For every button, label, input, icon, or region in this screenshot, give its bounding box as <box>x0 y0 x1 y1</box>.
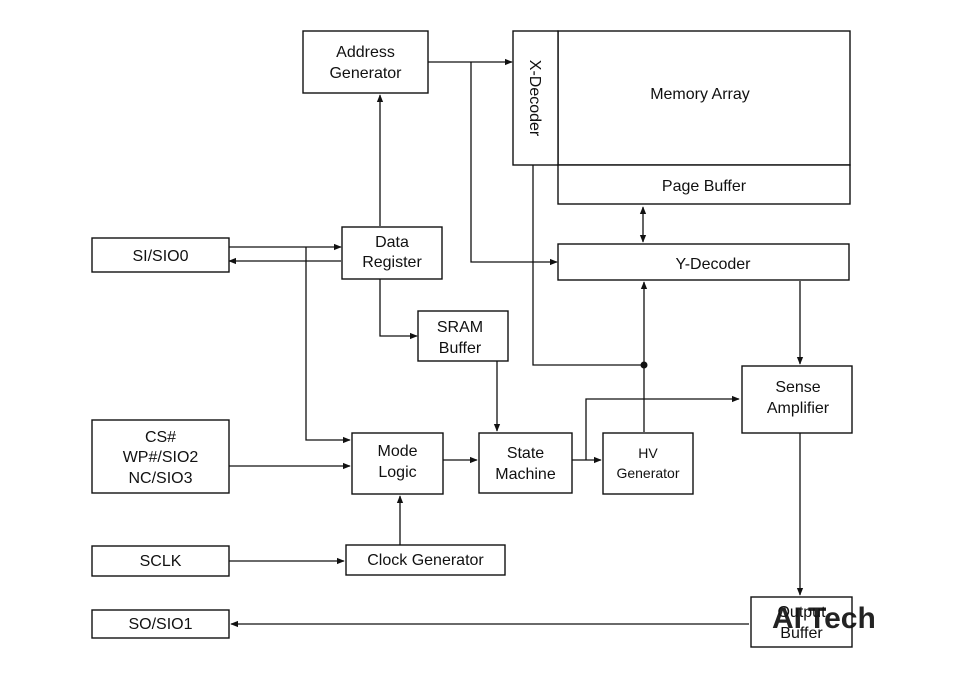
wire-si-to-modelogic <box>305 247 351 444</box>
aitech-watermark-logo: AI Tech <box>772 602 876 635</box>
sclk-label: SCLK <box>140 553 182 570</box>
mode-logic-line2: Logic <box>378 464 416 481</box>
watermark-tech-text: Tech <box>808 602 876 635</box>
sram-buffer-line2: Buffer <box>439 340 482 357</box>
output-buffer-block: Output Buffer <box>750 596 853 648</box>
memory-array-block: Memory Array <box>557 30 851 166</box>
control-pins-block: CS# WP#/SIO2 NC/SIO3 <box>91 419 230 494</box>
address-generator-line2: Generator <box>329 65 402 82</box>
si-sio0-block: SI/SIO0 <box>91 237 230 273</box>
sram-buffer-line1: SRAM <box>437 319 483 336</box>
data-register-line1: Data <box>375 234 409 251</box>
sclk-block: SCLK <box>91 545 230 577</box>
junction-node <box>640 361 648 369</box>
sense-amplifier-block: Sense Amplifier <box>741 365 853 434</box>
hv-generator-line1: HV <box>638 445 658 461</box>
wire-addrgen-to-ydecoder <box>470 62 558 266</box>
mode-logic-block: Mode Logic <box>351 432 444 495</box>
data-register-block: Data Register <box>341 226 443 280</box>
memory-array-label: Memory Array <box>650 86 750 103</box>
hv-generator-line2: Generator <box>616 465 679 481</box>
sram-buffer-block: SRAM Buffer <box>417 310 509 362</box>
pin-nc-sio3-label: NC/SIO3 <box>128 470 192 487</box>
y-decoder-block: Y-Decoder <box>557 243 850 281</box>
clock-generator-label: Clock Generator <box>367 552 484 569</box>
output-buffer-line1: Output <box>777 604 826 621</box>
data-register-line2: Register <box>362 254 422 271</box>
so-sio1-label: SO/SIO1 <box>128 616 192 633</box>
hv-generator-block: HV Generator <box>602 432 694 495</box>
state-machine-line2: Machine <box>495 466 556 483</box>
clock-generator-block: Clock Generator <box>345 544 506 576</box>
wire-statemachine-to-senseamp <box>585 395 740 460</box>
so-sio1-block: SO/SIO1 <box>91 609 230 639</box>
y-decoder-label: Y-Decoder <box>675 256 751 273</box>
mode-logic-line1: Mode <box>377 443 417 460</box>
page-buffer-label: Page Buffer <box>662 178 747 195</box>
sense-amplifier-line2: Amplifier <box>767 400 830 417</box>
output-buffer-line2: Buffer <box>780 625 823 642</box>
x-decoder-label: X-Decoder <box>526 60 543 137</box>
pin-wp-sio2-label: WP#/SIO2 <box>123 449 199 466</box>
sense-amplifier-line1: Sense <box>775 379 820 396</box>
page-buffer-block: Page Buffer <box>557 164 851 205</box>
x-decoder-block: X-Decoder <box>512 30 559 166</box>
connections <box>228 58 804 628</box>
wire-xdecoder-to-hv-node <box>532 165 644 366</box>
pin-cs-label: CS# <box>145 429 176 446</box>
state-machine-line1: State <box>507 445 544 462</box>
watermark-ai-text: AI <box>772 602 802 635</box>
wire-datareg-to-sram <box>379 279 418 340</box>
address-generator-line1: Address <box>336 44 395 61</box>
state-machine-block: State Machine <box>478 432 573 494</box>
address-generator-block: Address Generator <box>302 30 429 94</box>
si-sio0-label: SI/SIO0 <box>132 248 188 265</box>
